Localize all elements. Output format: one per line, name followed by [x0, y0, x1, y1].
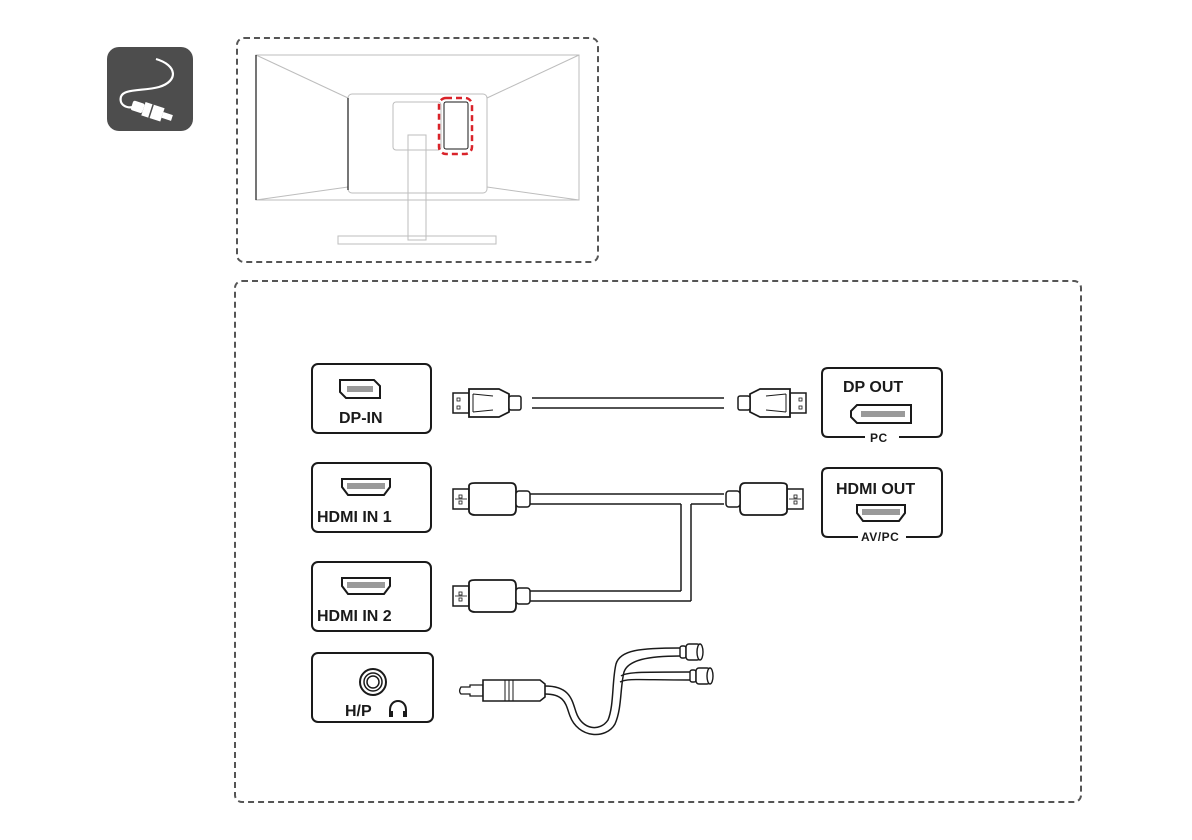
port-sublabel-pc: PC: [870, 431, 888, 445]
displayport-plug: [738, 389, 806, 417]
port-label-hdmi-in-2: HDMI IN 2: [317, 608, 392, 625]
port-box-headphone: H/P: [312, 653, 433, 722]
displayport-cable: [453, 389, 806, 417]
port-label-dp-out: DP OUT: [843, 379, 903, 396]
hdmi-plug: [453, 483, 530, 515]
hdmi-port-icon: [342, 479, 390, 495]
port-label-dp-in: DP-IN: [339, 410, 383, 427]
port-label-hp: H/P: [345, 703, 372, 720]
port-label-hdmi-in-1: HDMI IN 1: [317, 509, 392, 526]
port-box-hdmi-out: HDMI OUT AV/PC: [822, 468, 942, 544]
displayport-port-icon: [340, 380, 380, 398]
port-box-hdmi-in-2: HDMI IN 2: [312, 562, 431, 631]
port-box-dp-out: DP OUT PC: [822, 368, 942, 445]
earbud: [680, 644, 703, 660]
hdmi-cable: [530, 494, 724, 601]
port-box-hdmi-in-1: HDMI IN 1: [312, 463, 431, 532]
earbud: [690, 668, 713, 684]
hdmi-plug: [453, 580, 530, 612]
headphone-cable: [460, 644, 714, 734]
port-label-hdmi-out: HDMI OUT: [836, 481, 915, 498]
port-sublabel-av-pc: AV/PC: [861, 530, 899, 544]
hdmi-port-icon: [342, 578, 390, 594]
hdmi-port-icon: [857, 505, 905, 521]
displayport-plug: [453, 389, 521, 417]
port-box-dp-in: DP-IN: [312, 364, 431, 433]
hdmi-plug: [726, 483, 803, 515]
